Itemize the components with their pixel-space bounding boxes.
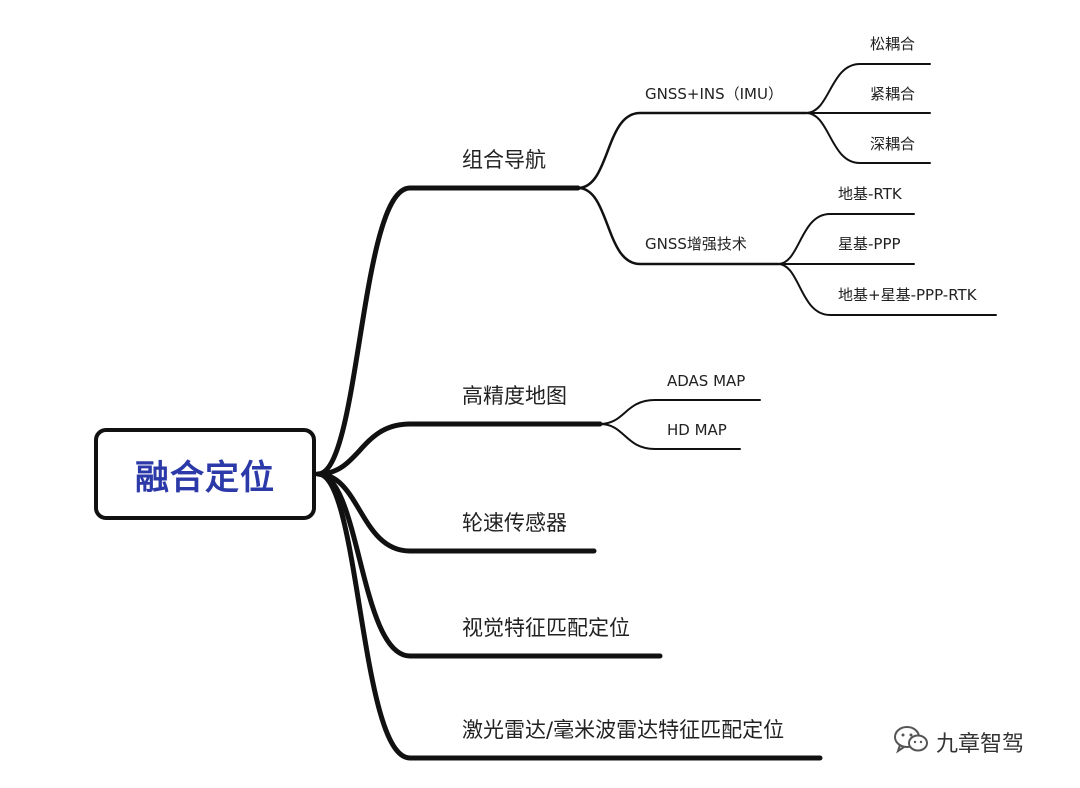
branch-label-gaojingdu: 高精度地图 <box>462 384 567 408</box>
subbranch-label-gnss-zengqiang: GNSS增强技术 <box>645 235 747 253</box>
leaf-label-ppp: 星基-PPP <box>838 235 901 253</box>
leaf-label-jin: 紧耦合 <box>870 85 916 103</box>
connector-root-lunsu <box>315 471 597 554</box>
connector-ins-shen <box>805 112 931 164</box>
watermark-text: 九章智驾 <box>936 732 1025 757</box>
connector-root-zuhedaohang <box>315 185 581 477</box>
branch-label-lunsu: 轮速传感器 <box>462 511 567 535</box>
watermark: 九章智驾 <box>892 724 1024 760</box>
branch-label-jiguang: 激光雷达/毫米波雷达特征匹配定位 <box>462 718 785 742</box>
connector-zq-ppprtk <box>777 263 997 316</box>
connector-zuhe-gnss-ins <box>576 111 808 190</box>
connector-gjd-hd <box>599 423 741 450</box>
connector-zuhe-gnss-zengqiang <box>576 186 780 266</box>
branch-label-shijue: 视觉特征匹配定位 <box>462 616 630 640</box>
connector-root-gaojingdu <box>315 421 603 477</box>
wechat-icon <box>892 724 930 760</box>
connector-zq-rtk <box>777 213 915 265</box>
connector-root-jiguang <box>315 471 823 761</box>
subbranch-label-hd-map: HD MAP <box>667 421 727 439</box>
root-label: 融合定位 <box>135 457 275 498</box>
connector-gjd-adas <box>599 399 761 425</box>
leaf-label-song: 松耦合 <box>870 35 916 53</box>
leaf-label-shen: 深耦合 <box>870 135 916 153</box>
subbranch-label-gnss-ins: GNSS+INS（IMU） <box>645 85 783 103</box>
leaf-label-rtk: 地基-RTK <box>838 185 902 203</box>
root-node: 融合定位 <box>94 428 316 520</box>
leaf-label-ppp-rtk: 地基+星基-PPP-RTK <box>838 286 977 304</box>
subbranch-label-adas-map: ADAS MAP <box>667 372 746 390</box>
connector-ins-song <box>805 63 931 114</box>
branch-label-zuhedaohang: 组合导航 <box>462 148 546 172</box>
